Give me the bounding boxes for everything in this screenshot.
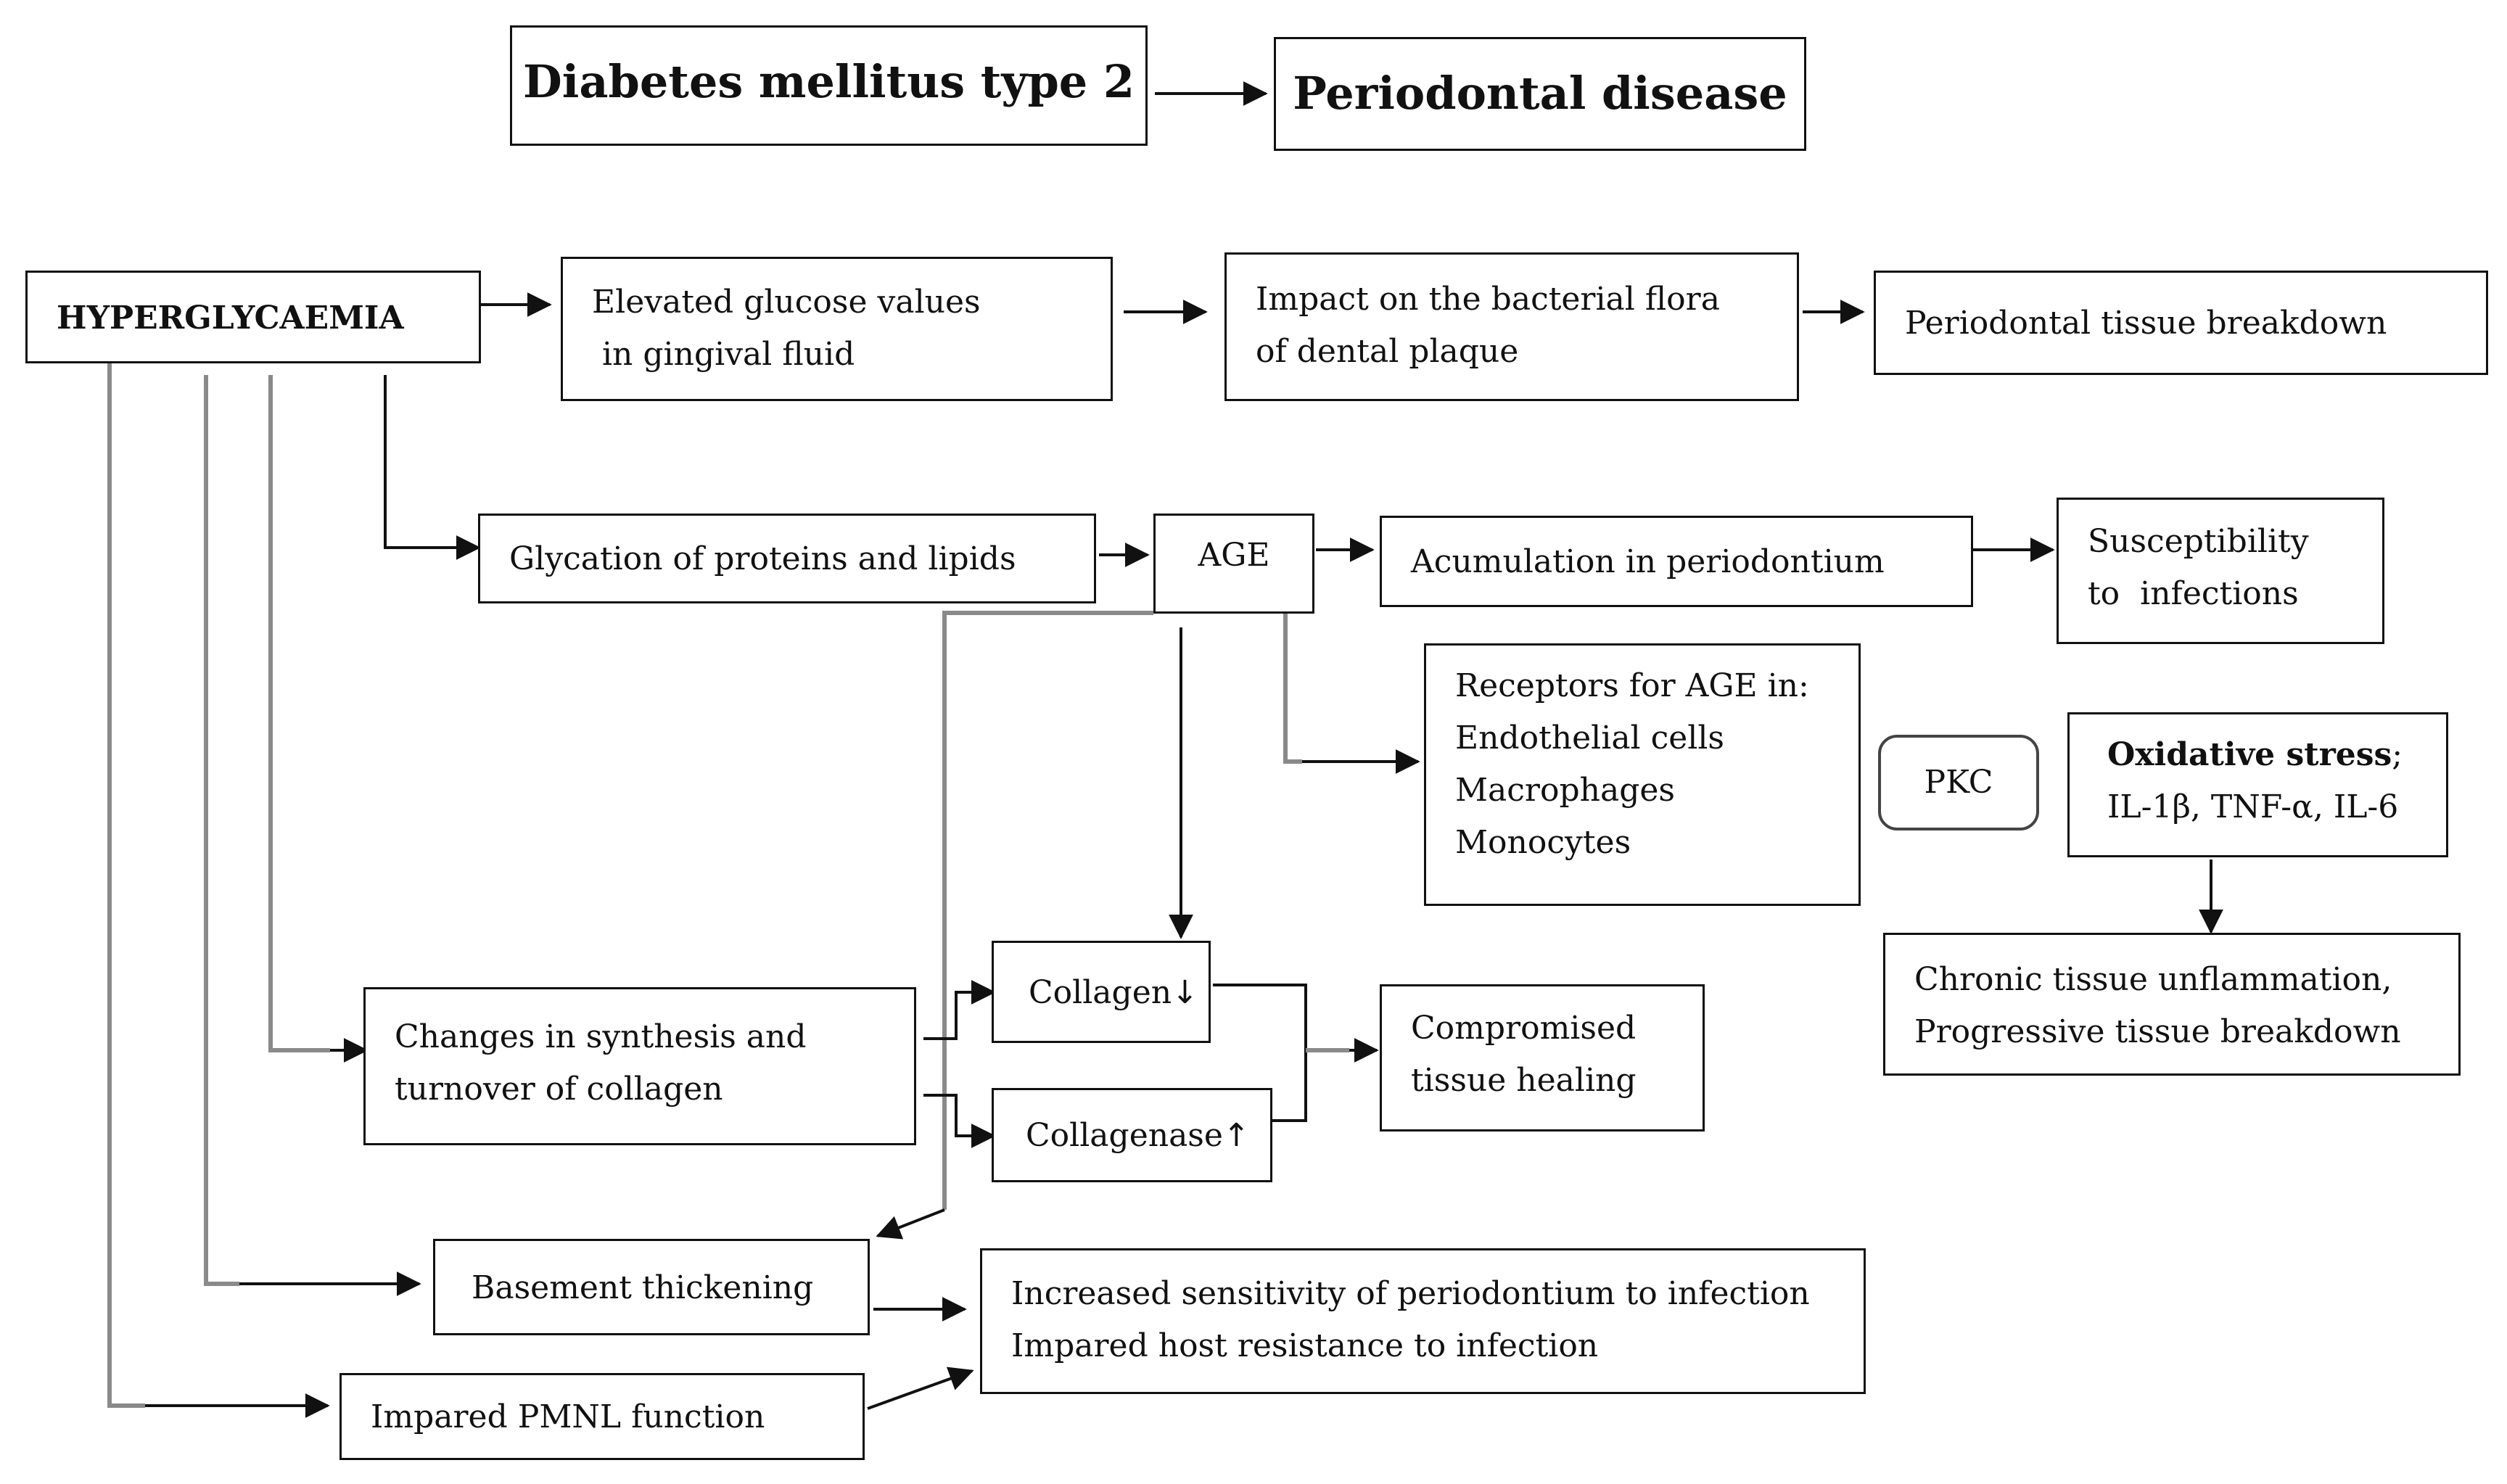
hyperglycaemia-box: HYPERGLYCAEMIA: [25, 271, 481, 363]
glucose-line-1: Elevated glucose values: [592, 284, 981, 321]
diabetes-type2-box: Diabetes mellitus type 2: [510, 25, 1148, 146]
oxidative-line-2: IL-1β, TNF-α, IL-6: [2107, 788, 2399, 825]
sensitivity-line-1: Increased sensitivity of periodontium to…: [1011, 1275, 1810, 1312]
sensitivity-box: Increased sensitivity of periodontium to…: [980, 1248, 1866, 1394]
collagen-changes-box: Changes in synthesis and turnover of col…: [363, 987, 916, 1145]
arrow-pmnl-sensitivity: [867, 1366, 974, 1410]
glucose-line-2: in gingival fluid: [592, 336, 855, 373]
glycation-box: Glycation of proteins and lipids: [478, 514, 1096, 603]
pkc-box: PKC: [1878, 735, 2039, 830]
merge-collagen: [1213, 984, 1307, 1122]
collagen-box: Collagen↓: [992, 941, 1211, 1043]
bacterial-line-2: of dental plaque: [1256, 333, 1519, 370]
collagenase-label: Collagenase: [1026, 1117, 1223, 1154]
arrow-hyper-glycation: [384, 375, 481, 560]
periodontal-disease-box: Periodontal disease: [1274, 37, 1806, 151]
arrow-age-receptors: [1283, 613, 1302, 764]
oxidative-line-1: Oxidative stress;: [2107, 729, 2446, 781]
oxidative-punct: ;: [2392, 736, 2403, 773]
glucose-box: Elevated glucose values in gingival flui…: [561, 257, 1113, 401]
basement-label: Basement thickening: [472, 1269, 814, 1306]
sensitivity-line-2: Impared host resistance to infection: [1011, 1327, 1599, 1364]
chronic-inflammation-box: Chronic tissue unflammation, Progressive…: [1883, 933, 2461, 1076]
arrow-changes-collagen: [923, 980, 996, 1040]
glycation-label: Glycation of proteins and lipids: [509, 540, 1016, 577]
arrow-hyper-changes: [268, 375, 330, 1052]
basement-thickening-box: Basement thickening: [433, 1239, 870, 1335]
arrow-hyper-pmnl: [107, 359, 145, 1408]
periodontal-breakdown-label: Periodontal tissue breakdown: [1905, 305, 2387, 342]
periodontal-disease-label: Periodontal disease: [1293, 67, 1787, 120]
pkc-label: PKC: [1924, 764, 1993, 801]
receptors-line-4: Monocytes: [1455, 824, 1631, 861]
chronic-line-1: Chronic tissue unflammation,: [1914, 961, 2392, 998]
oxidative-bold: Oxidative stress: [2107, 736, 2392, 773]
bacterial-box: Impact on the bacterial flora of dental …: [1224, 252, 1799, 401]
collagen-label: Collagen: [1029, 974, 1172, 1011]
healing-line-1: Compromised: [1411, 1010, 1637, 1047]
chronic-line-2: Progressive tissue breakdown: [1914, 1013, 2401, 1050]
periodontal-breakdown-box: Periodontal tissue breakdown: [1874, 271, 2488, 375]
accumulation-box: Acumulation in periodontium: [1380, 516, 1973, 607]
changes-line-2: turnover of collagen: [395, 1071, 723, 1108]
susceptibility-box: Susceptibility to infections: [2057, 498, 2384, 644]
bacterial-line-1: Impact on the bacterial flora: [1256, 281, 1720, 318]
hyperglycaemia-label: HYPERGLYCAEMIA: [57, 300, 404, 337]
receptors-line-3: Macrophages: [1455, 772, 1675, 809]
receptors-line-1: Receptors for AGE in:: [1455, 667, 1809, 704]
healing-line-2: tissue healing: [1411, 1062, 1637, 1099]
susceptibility-line-1: Susceptibility: [2088, 523, 2309, 560]
pmnl-label: Impared PMNL function: [371, 1398, 765, 1435]
diabetes-type2-label: Diabetes mellitus type 2: [523, 55, 1135, 108]
age-box: AGE: [1153, 514, 1314, 614]
changes-line-1: Changes in synthesis and: [395, 1018, 807, 1055]
susceptibility-line-2: to infections: [2088, 575, 2299, 612]
pmnl-function-box: Impared PMNL function: [339, 1373, 865, 1460]
arrow-up-icon: ↑: [1222, 1117, 1250, 1154]
age-receptors-box: Receptors for AGE in: Endothelial cells …: [1424, 643, 1861, 906]
oxidative-stress-box: Oxidative stress; IL-1β, TNF-α, IL-6: [2067, 712, 2448, 857]
collagenase-box: Collagenase↑: [992, 1088, 1272, 1182]
arrow-hyper-basement: [204, 375, 239, 1286]
arrow-down-icon: ↓: [1172, 974, 1198, 1011]
age-label: AGE: [1198, 537, 1270, 574]
compromised-healing-box: Compromised tissue healing: [1380, 984, 1705, 1131]
arrow-age-basement: [942, 611, 1153, 1210]
receptors-line-2: Endothelial cells: [1455, 720, 1725, 757]
arrow-changes-collagenase: [923, 1094, 996, 1148]
accumulation-label: Acumulation in periodontium: [1411, 543, 1885, 580]
